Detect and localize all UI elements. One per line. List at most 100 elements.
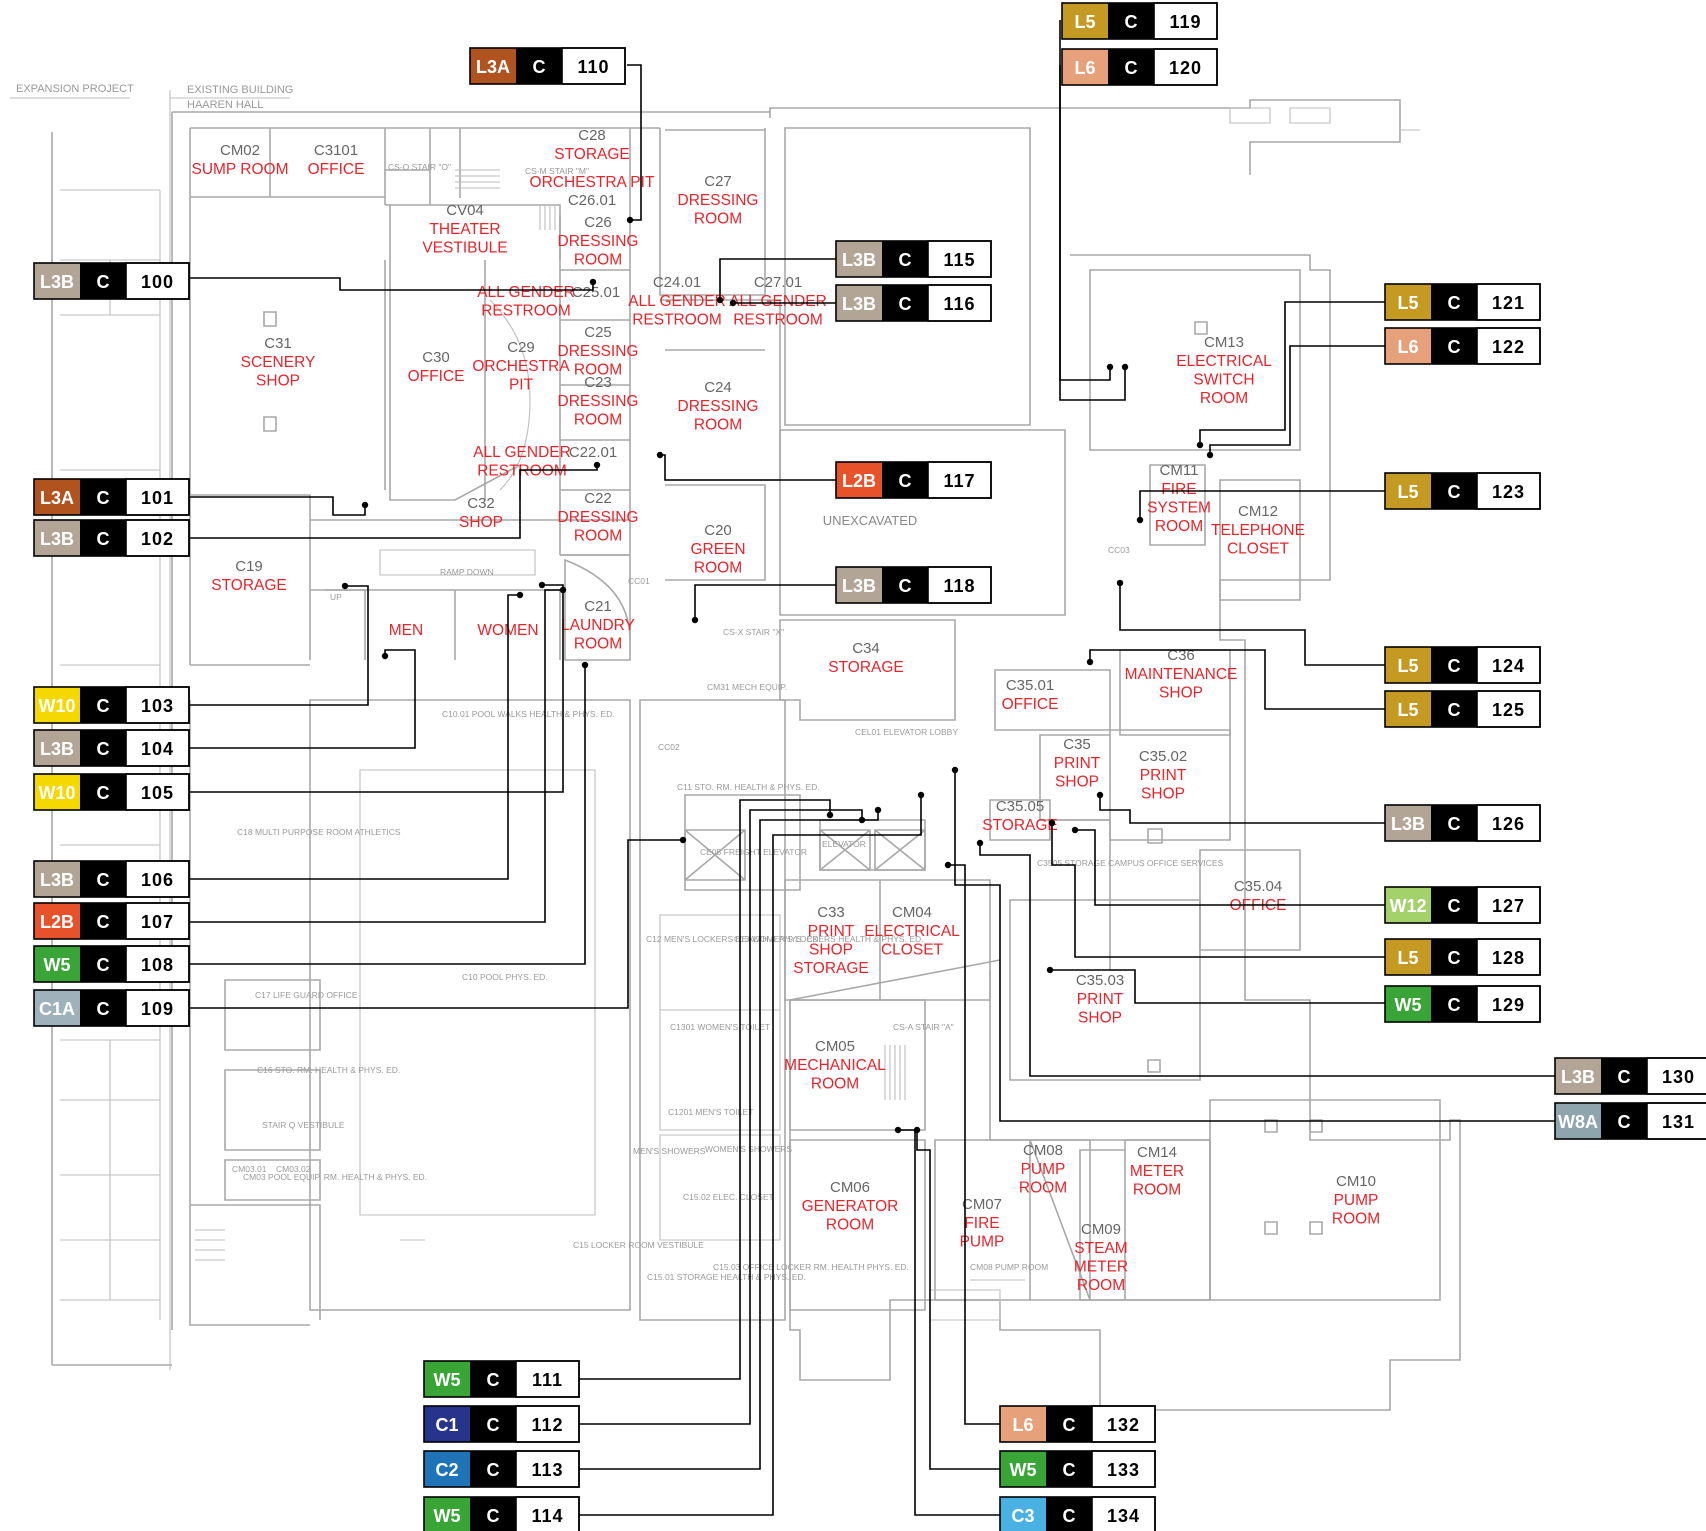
leader-line <box>576 810 879 1470</box>
tag-outline <box>423 1496 580 1531</box>
tag-c-swatch <box>1046 1451 1092 1487</box>
room-id: C35.02 <box>1139 748 1187 765</box>
room-id: C23 <box>584 374 612 391</box>
room-name: STORAGE <box>211 577 287 594</box>
tag-code-swatch <box>1385 284 1431 320</box>
leader-line <box>898 1129 1000 1516</box>
tag-code-swatch <box>1385 691 1431 727</box>
tag-code: W5 <box>44 955 71 975</box>
room-id: C35.03 <box>1076 972 1124 989</box>
leader-line <box>719 258 836 300</box>
tag-letter: C <box>487 1506 500 1526</box>
leader-end-dot <box>729 299 737 307</box>
room-name: SWITCH <box>1193 372 1254 389</box>
tag-letter: C <box>1448 293 1461 313</box>
plan-note: CC02 <box>658 742 680 752</box>
tag-outline <box>33 262 190 300</box>
room-name: ROOM <box>574 412 622 429</box>
room-name: ROOM <box>1077 1277 1125 1294</box>
tag-outline <box>423 1360 580 1398</box>
tag-number: 127 <box>1492 896 1525 916</box>
tag-number-box <box>927 461 992 499</box>
plan-note: C10 POOL PHYS. ED. <box>462 972 548 982</box>
tag-number: 111 <box>532 1370 563 1390</box>
tag-c-swatch <box>80 903 126 939</box>
room-name: THEATER <box>429 221 500 238</box>
tag-number: 116 <box>943 294 975 314</box>
tag-letter: C <box>1448 337 1461 357</box>
tag-code-swatch <box>1062 49 1108 85</box>
tag-letter: C <box>899 250 912 270</box>
tag-number: 134 <box>1107 1506 1140 1526</box>
plan-note: C1201 MEN'S TOILET <box>668 1107 753 1117</box>
tag-letter: C <box>1125 12 1138 32</box>
tag-code-swatch <box>836 241 882 277</box>
tag-code-swatch <box>1000 1451 1046 1487</box>
leader-line <box>576 795 922 1516</box>
room-name: PIT <box>509 377 534 394</box>
room-name: OFFICE <box>1002 696 1059 713</box>
plan-note: C17 LIFE GUARD OFFICE <box>255 990 358 1000</box>
room-name: SYSTEM <box>1147 500 1211 517</box>
plan-note: ELEVATOR <box>822 839 866 849</box>
leader-end-dot <box>874 806 882 814</box>
room-name: RESTROOM <box>481 303 571 320</box>
tag-code-swatch <box>836 567 882 603</box>
tag-code: L3A <box>476 57 510 77</box>
tag-letter: C <box>1448 995 1461 1015</box>
leader-line <box>576 799 831 1380</box>
room-name: RESTROOM <box>733 312 823 329</box>
tag-outline <box>33 902 190 940</box>
tag-letter: C <box>97 488 110 508</box>
tag-c-swatch <box>1431 647 1477 683</box>
room-name: SHOP <box>1141 786 1185 803</box>
room-id: C21 <box>584 598 612 615</box>
tag-code: L3B <box>40 272 74 292</box>
leader-end-dot <box>1086 658 1094 666</box>
room-name: ELECTRICAL <box>864 923 960 940</box>
tag-outline <box>999 1450 1156 1488</box>
tag-outline <box>423 1450 580 1488</box>
tag-outline <box>33 860 190 898</box>
